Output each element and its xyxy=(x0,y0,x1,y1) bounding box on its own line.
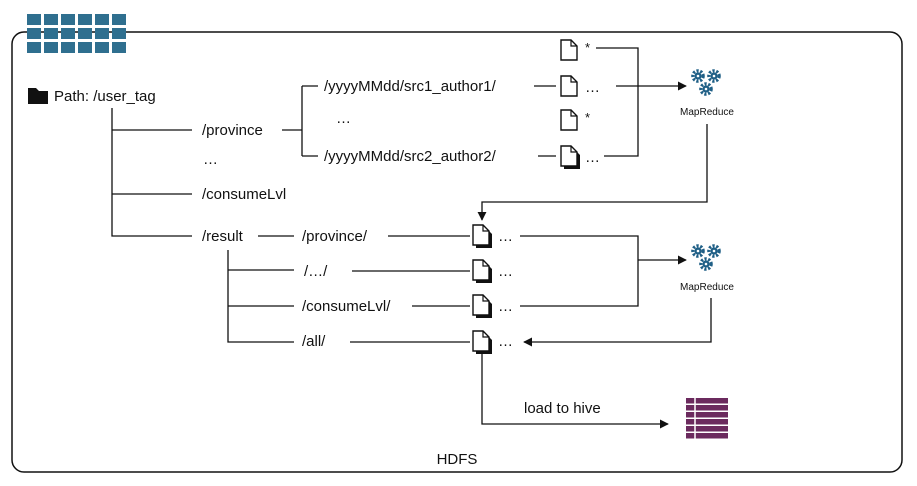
result-file-all-icon xyxy=(472,330,493,355)
result-dir-all: /all/ xyxy=(302,333,326,350)
result-file-province-mark: … xyxy=(498,228,513,245)
tree-trunk xyxy=(111,108,192,237)
tree-province-label: /province xyxy=(202,122,263,139)
mapreduce-1-gears-icon xyxy=(691,69,721,96)
logo-tile xyxy=(95,42,109,53)
result-dir-other: /…/ xyxy=(304,263,328,280)
logo-tile xyxy=(78,42,92,53)
load-to-hive-arrow xyxy=(481,352,669,429)
sources-to-mapreduce-1 xyxy=(596,47,639,157)
result-dir-province: /province/ xyxy=(302,228,368,245)
results-to-mapreduce-2 xyxy=(520,235,639,307)
hive-table-row xyxy=(686,398,728,404)
logo-tile xyxy=(112,42,126,53)
hdfs-container xyxy=(11,31,903,473)
source-file-2-mark: … xyxy=(585,79,600,96)
logo-tile xyxy=(44,42,58,53)
source-dir-ellipsis: … xyxy=(336,110,351,127)
mapreduce-2-gears-icon xyxy=(691,244,721,271)
result-file-consume-lvl-mark: … xyxy=(498,298,513,315)
hive-table-icon xyxy=(686,398,728,440)
tree-ellipsis: … xyxy=(203,151,218,168)
logo-tile xyxy=(27,28,41,39)
result-file-province-icon xyxy=(472,224,493,249)
result-file-other-mark: … xyxy=(498,263,513,280)
logo-tile xyxy=(61,28,75,39)
logo-tile xyxy=(44,28,58,39)
result-subtree-trunk xyxy=(227,250,294,343)
result-dir-consume-lvl: /consumeLvl/ xyxy=(302,298,391,315)
hive-table-row xyxy=(686,405,728,411)
result-file-consume-lvl-icon xyxy=(472,294,493,319)
result-file-other-icon xyxy=(472,259,493,284)
source-dir-src2: /yyyyMMdd/src2_author2/ xyxy=(324,148,497,165)
province-fork xyxy=(282,85,318,157)
root-path-label: Path: /user_tag xyxy=(54,88,156,105)
folder-icon xyxy=(28,88,48,104)
logo-tile xyxy=(95,14,109,25)
logo-tile xyxy=(78,14,92,25)
tree-consume-lvl-label: /consumeLvl xyxy=(202,186,286,203)
mapreduce-2-label: MapReduce xyxy=(680,282,734,293)
logo-tile xyxy=(78,28,92,39)
logo-tile xyxy=(95,28,109,39)
logo-tile xyxy=(112,28,126,39)
result-file-all-mark: … xyxy=(498,333,513,350)
hive-table-row xyxy=(686,426,728,432)
source-file-icon-3 xyxy=(560,109,578,131)
logo-tile xyxy=(61,14,75,25)
source-file-1-mark: * xyxy=(585,40,590,55)
source-file-icon-1 xyxy=(560,39,578,61)
hdfs-label: HDFS xyxy=(437,451,478,468)
source-file-icon-2 xyxy=(560,75,578,97)
mapreduce-2-output xyxy=(523,298,712,347)
load-to-hive-label: load to hive xyxy=(524,400,601,417)
logo-tile xyxy=(112,14,126,25)
source-dir-src1: /yyyyMMdd/src1_author1/ xyxy=(324,78,497,95)
logo-tile xyxy=(27,42,41,53)
source-file-stack-icon xyxy=(560,145,581,170)
tree-result-label: /result xyxy=(202,228,244,245)
source-file-4-mark: … xyxy=(585,149,600,166)
logo-tile xyxy=(44,14,58,25)
logo-tile xyxy=(27,14,41,25)
hive-table-row xyxy=(686,419,728,425)
mapreduce-1-label: MapReduce xyxy=(680,107,734,118)
hive-table-row xyxy=(686,433,728,439)
mapreduce-1-output xyxy=(477,124,708,221)
source-file-3-mark: * xyxy=(585,110,590,125)
logo-tile xyxy=(61,42,75,53)
hive-table-row xyxy=(686,412,728,418)
hdfs-logo xyxy=(27,14,126,53)
